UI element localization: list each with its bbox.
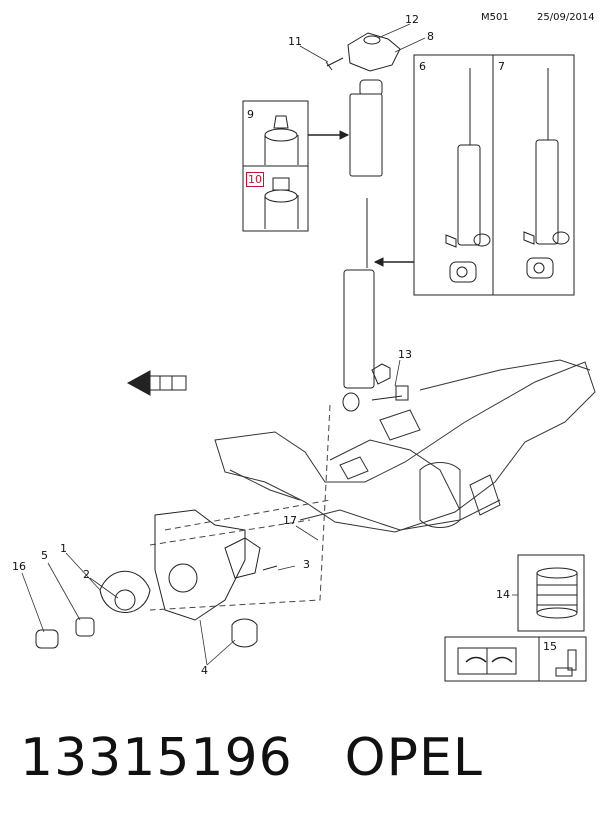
diagram-date: 25/09/2014: [537, 12, 595, 23]
callout-14: 14: [496, 588, 510, 601]
rear-subframe: [214, 359, 596, 533]
callout-12: 12: [405, 13, 419, 26]
strut-assembly: [325, 32, 409, 412]
part-caption: 13315196 OPEL: [20, 728, 483, 788]
diagram-code: M501: [481, 12, 509, 23]
callout-9: 9: [247, 108, 254, 121]
callout-4: 4: [201, 664, 208, 677]
callout-3: 3: [303, 558, 310, 571]
inset-top-mount: [242, 100, 309, 232]
callout-15: 15: [543, 640, 557, 653]
callout-5: 5: [41, 549, 48, 562]
service-manual-icon: [444, 636, 540, 682]
callout-10-label: 10: [246, 172, 264, 187]
cleaning-agent-icon: [538, 636, 587, 682]
callout-17: 17: [283, 514, 297, 527]
part-number: 13315196: [20, 728, 293, 788]
callout-11: 11: [288, 35, 302, 48]
callout-16: 16: [12, 560, 26, 573]
callout-8: 8: [427, 30, 434, 43]
knuckle-group: [35, 509, 278, 649]
callout-7: 7: [498, 60, 505, 73]
callout-10: 10: [246, 172, 264, 187]
callout-1: 1: [60, 542, 67, 555]
brand-name: OPEL: [344, 728, 483, 788]
inset-bump-stop: [517, 554, 585, 632]
callout-13: 13: [398, 348, 412, 361]
suspension-diagram: [21, 23, 596, 682]
callout-6: 6: [419, 60, 426, 73]
forward-direction-icon: [126, 370, 187, 396]
inset-shock-variants: [413, 54, 575, 296]
callout-2: 2: [83, 568, 90, 581]
